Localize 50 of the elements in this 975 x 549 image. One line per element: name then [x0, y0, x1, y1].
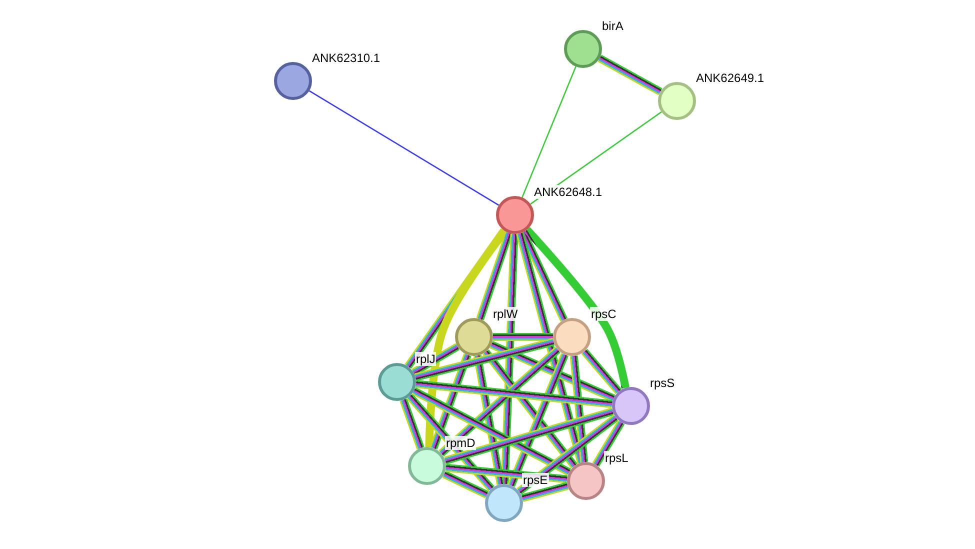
connector [416, 380, 612, 408]
connector [490, 340, 616, 402]
connector [521, 482, 569, 502]
node-label: rpsC [590, 307, 618, 321]
connector [581, 348, 622, 394]
node-label: ANK62649.1 [695, 71, 766, 85]
connector [308, 90, 500, 206]
connector [570, 356, 588, 462]
protein-node [553, 318, 591, 356]
protein-node [485, 484, 523, 522]
protein-node [567, 462, 605, 500]
connector [406, 394, 494, 492]
node-label: rpsS [649, 376, 676, 390]
connector [438, 346, 560, 456]
connector [446, 464, 568, 484]
node-label: ANK62648.1 [533, 185, 604, 199]
connector [444, 408, 614, 464]
node-label: rpmD [445, 436, 476, 450]
protein-node [408, 447, 446, 485]
connector [493, 333, 553, 341]
connector [524, 227, 630, 389]
protein-node [455, 318, 493, 356]
connector [473, 354, 505, 486]
connector [430, 353, 472, 450]
connector [425, 228, 508, 448]
protein-node [274, 62, 312, 100]
node-label: rpsL [604, 451, 630, 465]
protein-node [564, 30, 602, 68]
connector [476, 232, 513, 320]
protein-node [378, 363, 416, 401]
connector [412, 387, 572, 476]
connector [522, 66, 576, 198]
node-label: rplJ [415, 352, 436, 366]
node-label: rplW [492, 307, 519, 321]
connector [500, 234, 518, 484]
protein-node [658, 82, 696, 120]
connector [414, 338, 555, 382]
connector [508, 353, 568, 487]
connector [516, 414, 618, 495]
connector [598, 54, 662, 96]
protein-node [496, 196, 534, 234]
node-label: birA [601, 19, 624, 33]
node-label: rpsE [522, 473, 549, 487]
protein-node [612, 387, 650, 425]
connector [592, 420, 625, 467]
connector [400, 398, 424, 450]
connector [442, 470, 489, 498]
node-label: ANK62310.1 [311, 51, 382, 65]
connector [411, 343, 460, 376]
connector [482, 350, 578, 468]
